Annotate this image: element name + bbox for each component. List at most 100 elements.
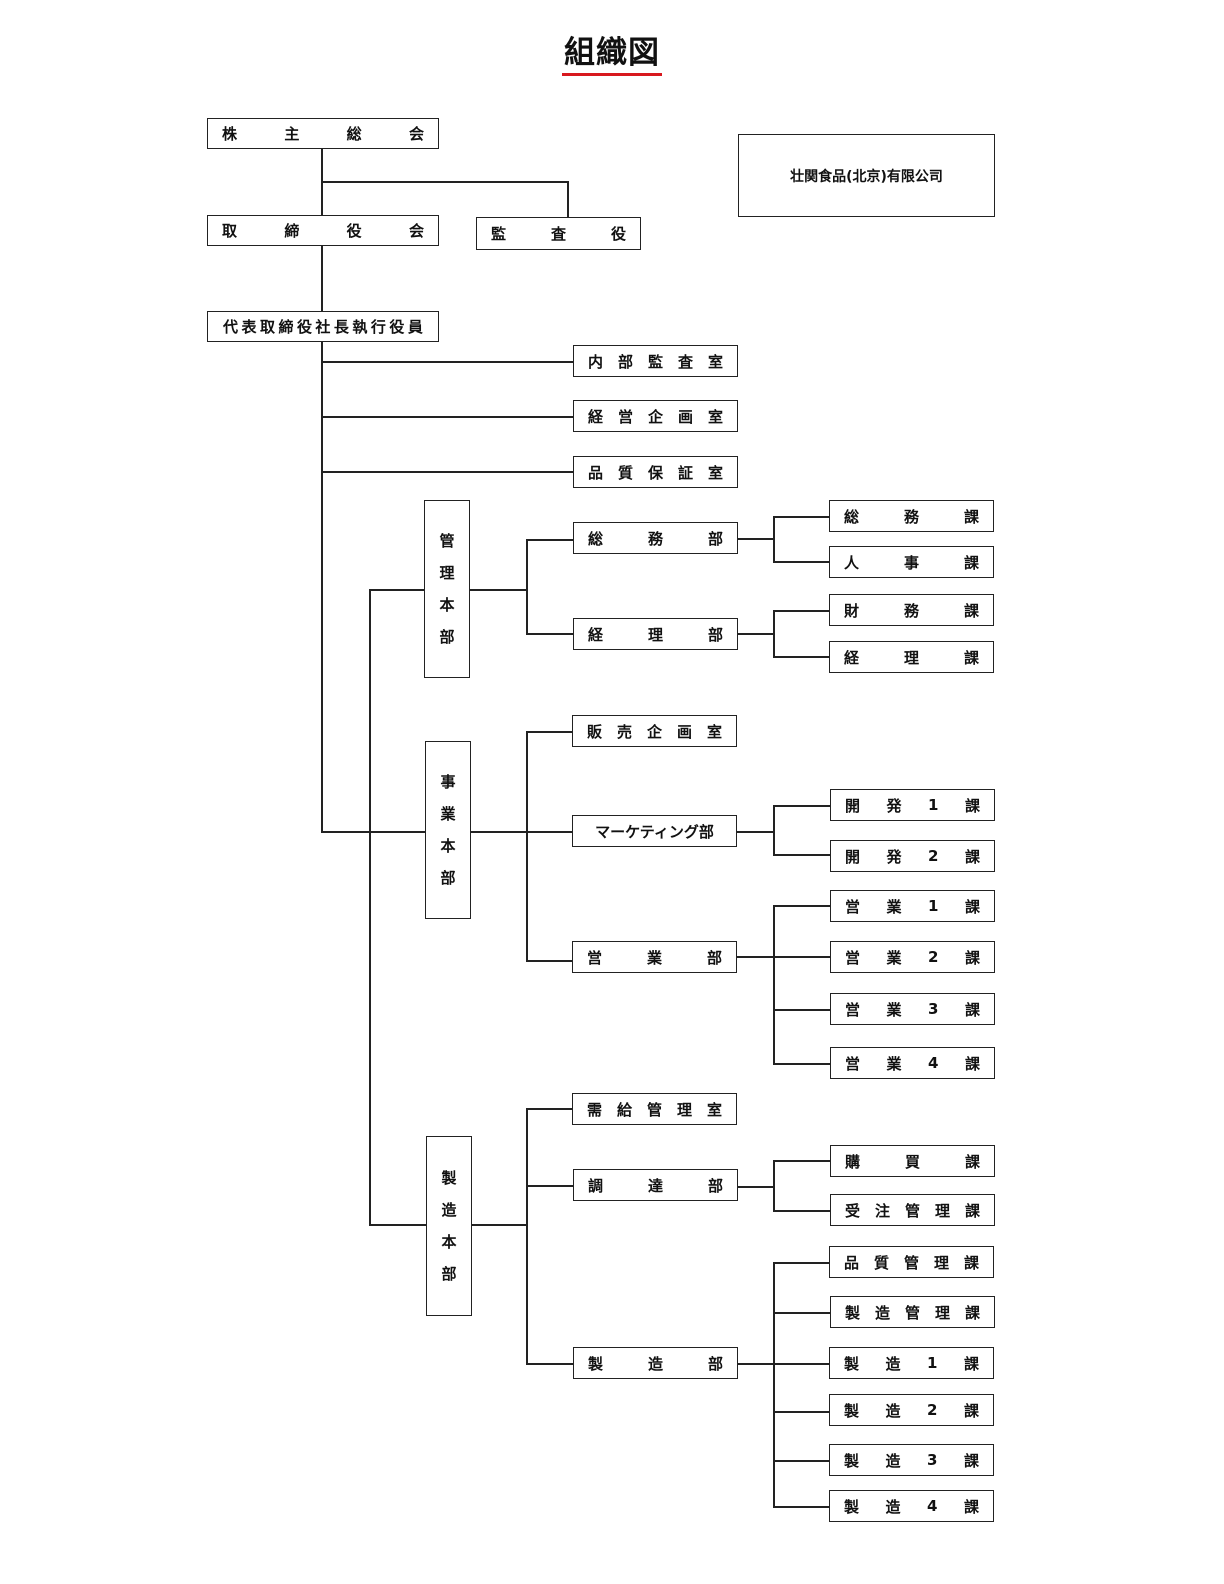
char: 4: [927, 1497, 938, 1515]
section-box: 営 業 1 課: [830, 890, 995, 922]
char: 営: [845, 897, 861, 916]
char: 取: [222, 222, 238, 240]
char: 部: [707, 529, 723, 548]
supply-demand-office-box: 需給管理室: [572, 1093, 737, 1125]
quality-assurance-office-box: 品質保証室: [573, 456, 738, 488]
char: 造: [885, 1497, 901, 1516]
business-hq-box: 事業本部: [425, 741, 471, 919]
char: 営: [845, 1000, 861, 1019]
char: 課: [963, 553, 979, 572]
char: 管: [904, 1201, 920, 1220]
char: 製: [844, 1497, 860, 1516]
char: 取: [259, 318, 275, 336]
char: 管: [646, 1100, 662, 1119]
ceo-box: 代表取締役社長執行役員: [207, 311, 439, 342]
section-box: 製 造 4 課: [829, 1490, 994, 1522]
char: 業: [440, 805, 456, 823]
char: 業: [886, 897, 902, 916]
section-box: 財務課: [829, 594, 994, 626]
char: 締: [278, 318, 294, 336]
char: 経: [844, 648, 860, 667]
char: 課: [963, 1451, 979, 1470]
char: 課: [964, 796, 980, 815]
char: 1: [927, 1354, 938, 1372]
char: 役: [389, 318, 405, 336]
char: 理: [439, 564, 455, 582]
char: 発: [886, 847, 902, 866]
char: 課: [963, 1253, 979, 1272]
char: 内: [588, 352, 604, 371]
char: 課: [963, 648, 979, 667]
char: 受: [845, 1201, 861, 1220]
char: 製: [844, 1451, 860, 1470]
char: 人: [844, 553, 860, 572]
board-of-directors-box: 取締役会: [207, 215, 439, 246]
char: 企: [646, 722, 662, 741]
char: 課: [964, 948, 980, 967]
char: 課: [964, 847, 980, 866]
char: 務: [903, 601, 919, 620]
section-box: 人事課: [829, 546, 994, 578]
char: 執: [352, 318, 368, 336]
char: 事: [903, 553, 919, 572]
char: 造: [647, 1354, 663, 1373]
char: 査: [677, 352, 693, 371]
internal-audit-office-box: 内部監査室: [573, 345, 738, 377]
char: 1: [928, 897, 939, 915]
char: 課: [964, 1054, 980, 1073]
section-box: 総務課: [829, 500, 994, 532]
admin-hq-box: 管理本部: [424, 500, 470, 678]
char: 製: [844, 1354, 860, 1373]
char: 課: [964, 897, 980, 916]
char: 1: [928, 796, 939, 814]
section-box: 購買課: [830, 1145, 995, 1177]
char: 社: [315, 318, 331, 336]
char: 販: [587, 722, 603, 741]
section-box: 経理課: [829, 641, 994, 673]
char: 部: [439, 628, 455, 646]
manufacturing-hq-box: 製造本部: [426, 1136, 472, 1316]
char: 3: [928, 1000, 939, 1018]
char: 理: [934, 1303, 950, 1322]
procurement-dept-box: 調達部: [573, 1169, 738, 1201]
char: 営: [845, 1054, 861, 1073]
sales-dept-box: 営業部: [572, 941, 737, 973]
sales-planning-office-box: 販売企画室: [572, 715, 737, 747]
char: 開: [845, 847, 861, 866]
char: 買: [904, 1152, 920, 1171]
char: 企: [647, 407, 663, 426]
char: 課: [963, 1497, 979, 1516]
shareholders-meeting-box: 株主総会: [207, 118, 439, 149]
char: 課: [964, 1000, 980, 1019]
char: 理: [903, 648, 919, 667]
char: 財: [844, 601, 860, 620]
char: 造: [441, 1201, 457, 1219]
section-box: 品質管理課: [829, 1246, 994, 1278]
char: 製: [844, 1401, 860, 1420]
char: 締: [284, 222, 300, 240]
char: 室: [707, 352, 723, 371]
char: 造: [885, 1451, 901, 1470]
section-box: 製造管理課: [830, 1296, 995, 1328]
char: 管: [904, 1303, 920, 1322]
char: 部: [707, 1176, 723, 1195]
char: 会: [408, 125, 424, 143]
char: 理: [647, 625, 663, 644]
char: 役: [346, 222, 362, 240]
char: 需: [587, 1100, 603, 1119]
char: 営: [617, 407, 633, 426]
char: 室: [707, 407, 723, 426]
char: 役: [610, 225, 626, 243]
char: 調: [588, 1176, 604, 1195]
char: 保: [647, 463, 663, 482]
char: 監: [491, 225, 507, 243]
char: 画: [677, 407, 693, 426]
char: 2: [927, 1401, 938, 1419]
char: 営: [845, 948, 861, 967]
char: 役: [296, 318, 312, 336]
general-affairs-dept-box: 総務部: [573, 522, 738, 554]
